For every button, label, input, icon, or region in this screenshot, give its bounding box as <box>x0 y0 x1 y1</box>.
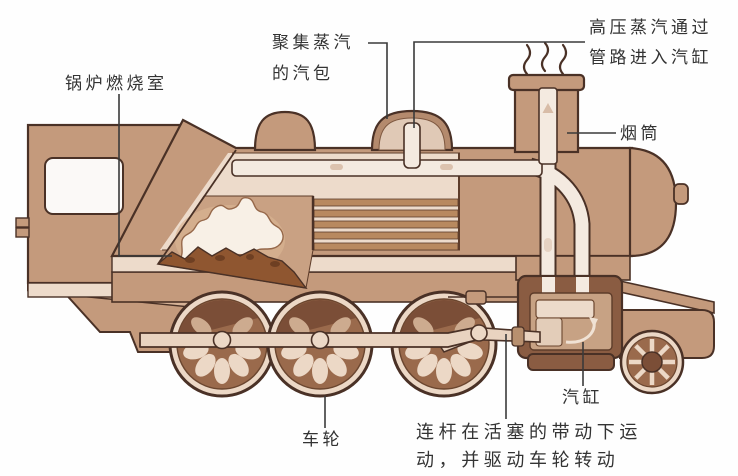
smokebox-front <box>628 146 689 258</box>
firebox <box>156 195 314 289</box>
label-cylinder: 汽缸 <box>562 387 603 408</box>
crank-pin <box>470 324 488 342</box>
label-chimney: 烟筒 <box>620 124 661 144</box>
steam-pipes <box>231 87 591 288</box>
label-hp-steam-2: 管路进入汽缸 <box>589 47 712 68</box>
label-connecting-rod-2: 动，并驱动车轮转动 <box>416 450 619 471</box>
main-steam-pipe <box>231 159 543 177</box>
crank-boss-1 <box>212 330 232 350</box>
pointer-hp-steam <box>413 41 585 128</box>
smokebox-knob <box>673 183 689 205</box>
cab-window <box>44 157 124 215</box>
cab-handle <box>15 217 30 238</box>
piston <box>535 299 595 319</box>
pointer-firebox <box>118 94 172 257</box>
label-steam-dome-2: 的汽包 <box>272 64 334 84</box>
dome-pipe <box>403 122 421 169</box>
pointer-lines <box>118 41 616 428</box>
labels: 锅炉燃烧室 聚集蒸汽 的汽包 高压蒸汽通过 管路进入汽缸 烟筒 汽缸 车轮 连杆… <box>65 18 712 471</box>
label-hp-steam-1: 高压蒸汽通过 <box>589 18 712 38</box>
steam-wisps-icon <box>522 41 568 76</box>
boiler <box>110 118 634 289</box>
cylinder-assembly <box>516 274 624 371</box>
blast-pipe <box>538 87 558 165</box>
coal-pile <box>156 246 308 289</box>
label-wheel: 车轮 <box>302 430 343 450</box>
label-connecting-rod-1: 连杆在活塞的带动下运 <box>416 422 642 443</box>
front-wheel <box>621 331 683 393</box>
rod-assembly <box>139 290 541 353</box>
sand-dome <box>253 110 317 152</box>
cutaway-edge <box>157 149 237 265</box>
steam-flow-arrow <box>542 103 554 113</box>
crank-boss-2 <box>310 330 330 350</box>
label-boiler-firebox: 锅炉燃烧室 <box>65 74 168 94</box>
pointer-steam-dome <box>368 42 388 119</box>
label-steam-dome-1: 聚集蒸汽 <box>272 33 354 53</box>
